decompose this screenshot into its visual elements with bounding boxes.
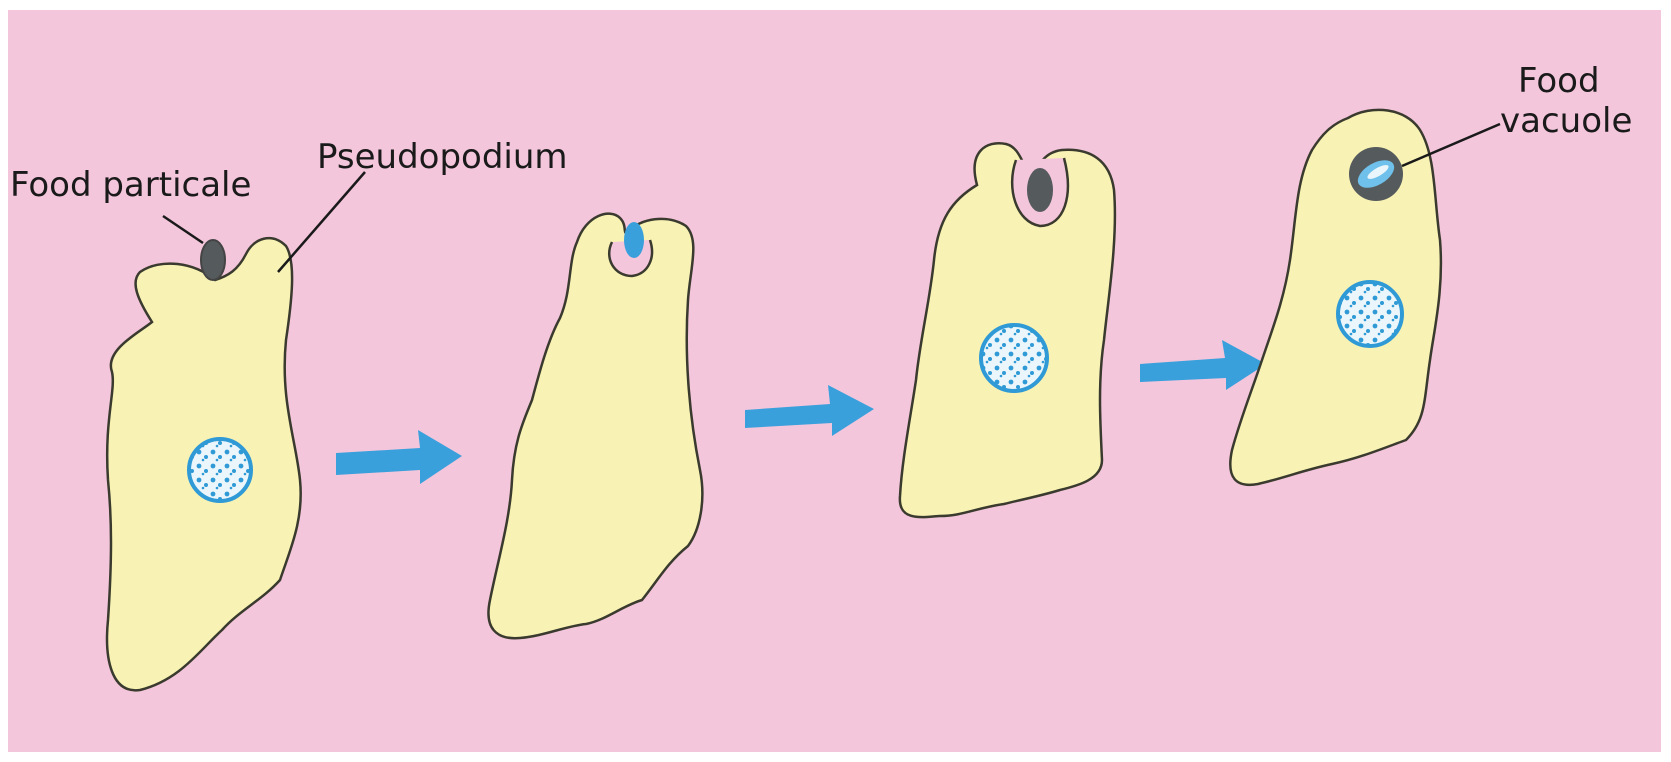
nucleus	[1338, 282, 1402, 346]
food-particle	[201, 240, 225, 280]
food-particle	[624, 222, 644, 258]
nucleus	[981, 325, 1047, 391]
nucleus	[189, 439, 251, 501]
food-vacuole-label-line1: Food	[1518, 61, 1600, 101]
food-particle-label: Food particale	[10, 165, 251, 205]
food-particle	[1027, 168, 1053, 212]
food-vacuole-label-line2: vacuole	[1500, 101, 1632, 141]
food-vacuole	[1349, 147, 1403, 201]
pseudopodium-label: Pseudopodium	[317, 137, 568, 177]
